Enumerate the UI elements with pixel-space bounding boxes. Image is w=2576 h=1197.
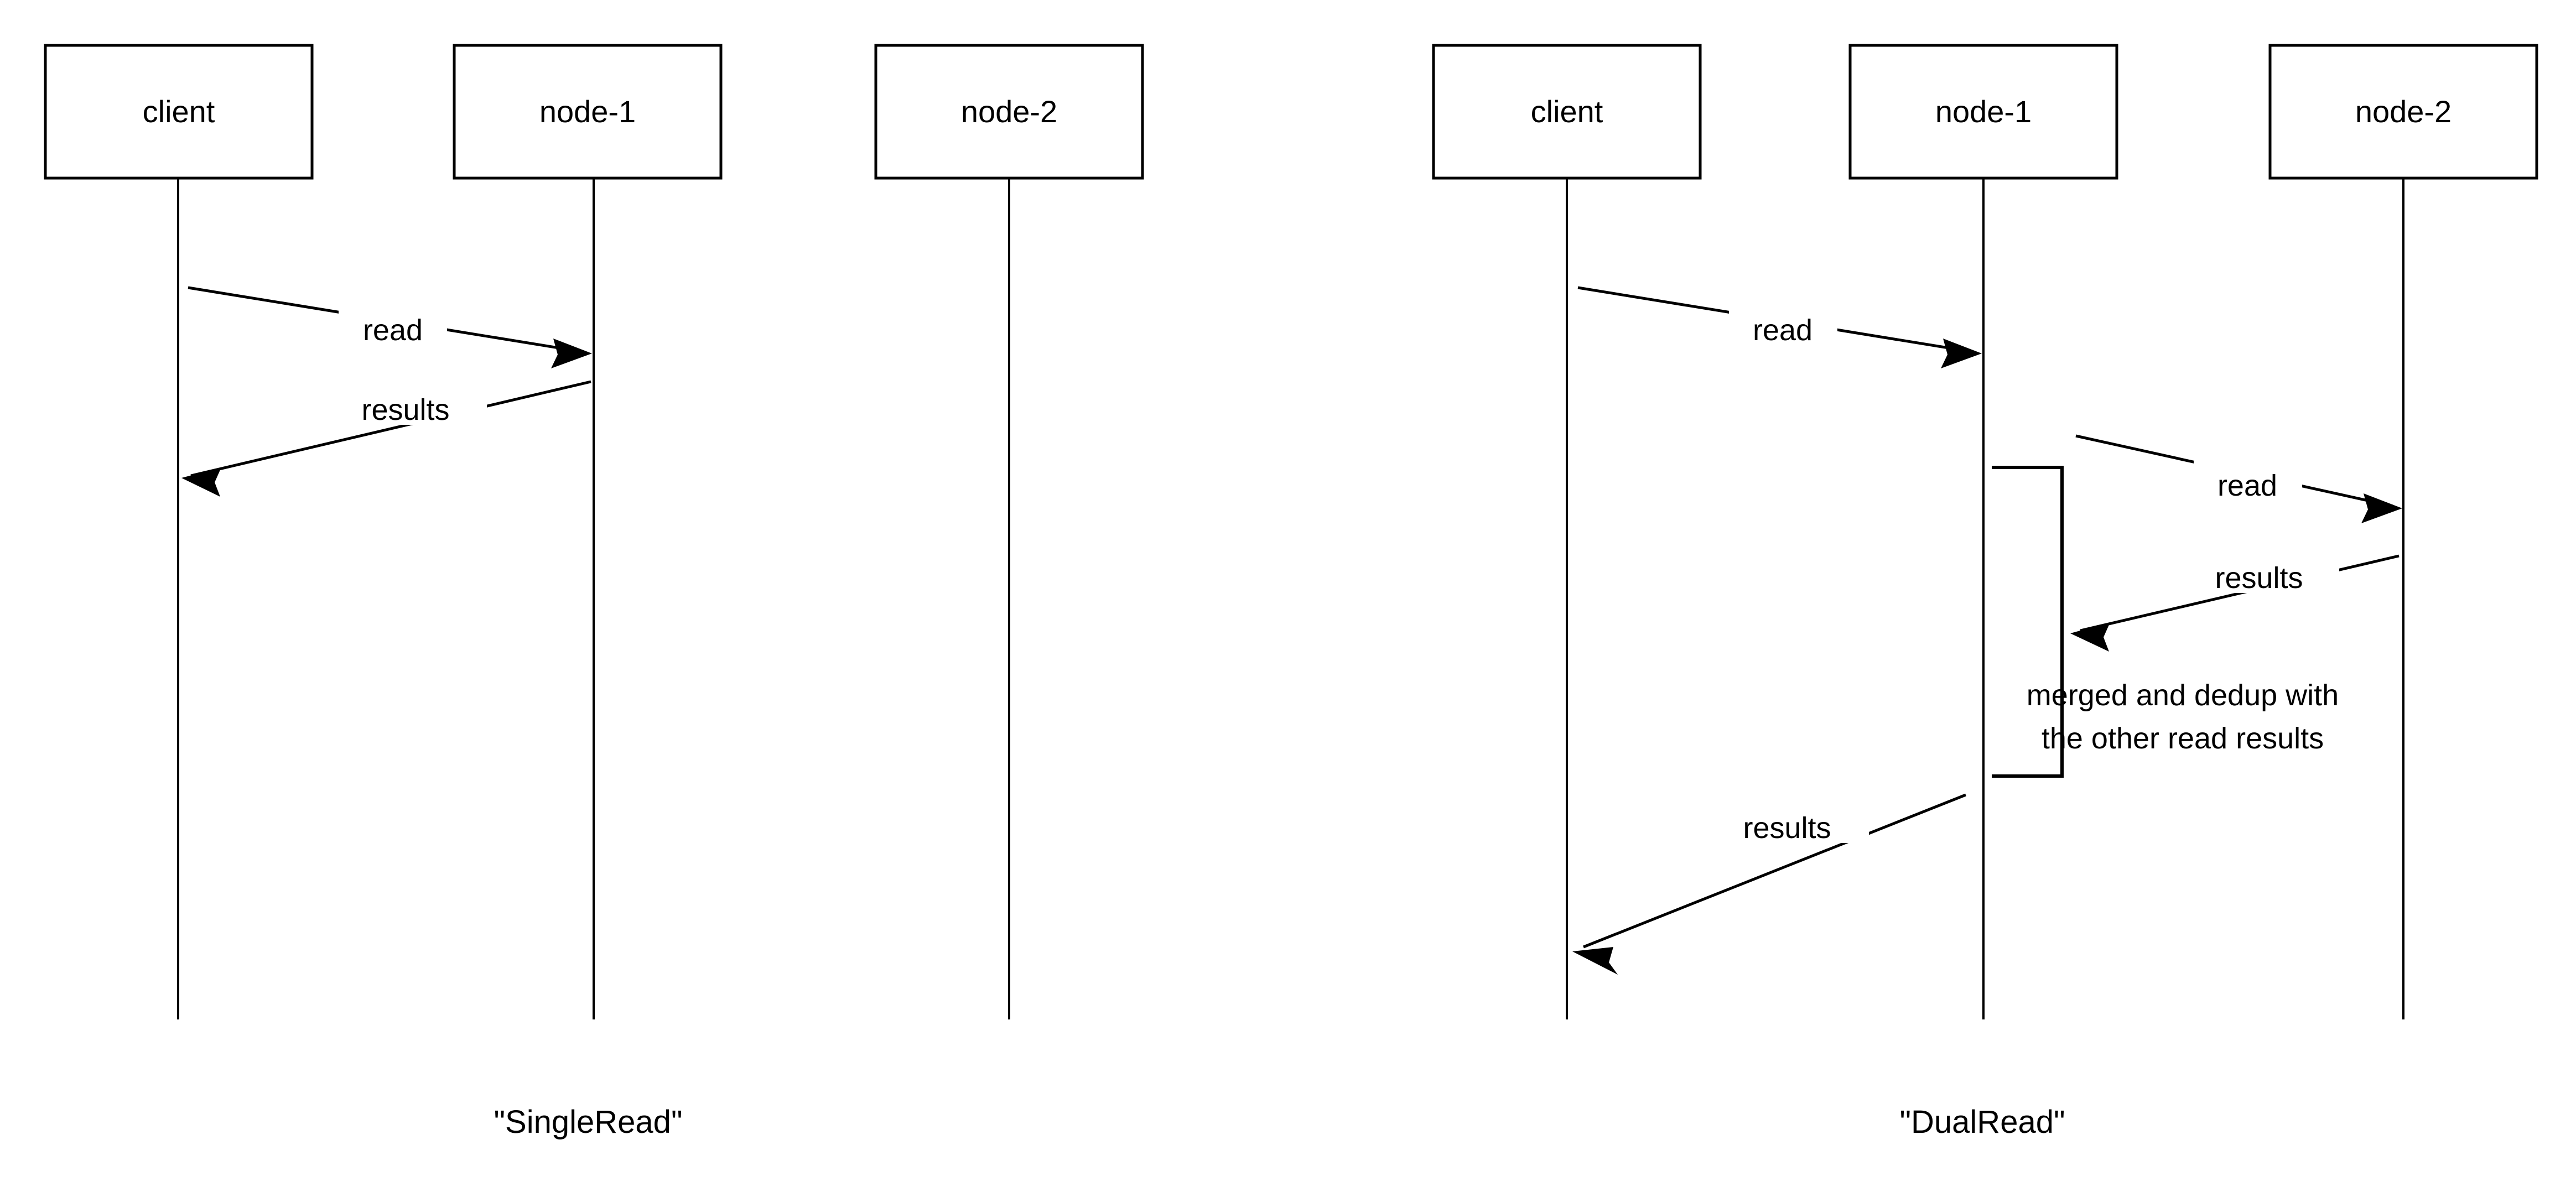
message-results-node-2-to-node-1[interactable]: results bbox=[2070, 553, 2400, 652]
message-label-results-1-dual: results bbox=[2215, 561, 2303, 595]
participant-client-dual[interactable]: client bbox=[1432, 44, 1702, 180]
participant-box-client-dual[interactable] bbox=[1432, 44, 1702, 180]
message-read-node-1-to-node-2[interactable]: read bbox=[2075, 434, 2402, 523]
participant-box-client[interactable] bbox=[44, 44, 314, 180]
arrow-head-read-1-dual bbox=[1941, 339, 1982, 368]
message-read-client-to-node-1[interactable]: read bbox=[188, 286, 592, 368]
participant-label-node-2: node-2 bbox=[961, 94, 1057, 129]
participant-label-node-1-dual: node-1 bbox=[1935, 94, 2032, 129]
message-label-backing-results-2-dual bbox=[1708, 803, 1869, 843]
message-line-results-1-dual bbox=[2080, 554, 2400, 632]
participant-box-node-1-dual[interactable] bbox=[1848, 44, 2118, 180]
arrow-head-results-1-dual bbox=[2070, 622, 2110, 652]
message-label-backing-results bbox=[326, 385, 487, 425]
message-line-results bbox=[190, 380, 591, 477]
message-label-read-2-dual: read bbox=[2217, 469, 2277, 502]
participant-label-node-1: node-1 bbox=[539, 94, 636, 129]
message-label-backing-read-1-dual bbox=[1729, 305, 1837, 345]
activation-box-node-1 bbox=[1992, 466, 2064, 778]
participant-node-1-dual[interactable]: node-1 bbox=[1848, 44, 2118, 180]
message-label-read-1-dual: read bbox=[1753, 314, 1812, 347]
diagram-dual-read: client node-1 node-2 read bbox=[1432, 44, 2538, 1140]
message-read-client-to-node-1-dual[interactable]: read bbox=[1577, 286, 1982, 368]
note-merged-dedup: merged and dedup with the other read res… bbox=[2027, 679, 2339, 755]
participant-box-node-2-dual[interactable] bbox=[2268, 44, 2538, 180]
message-label-backing-results-1-dual bbox=[2179, 553, 2339, 593]
participant-label-client-dual: client bbox=[1531, 94, 1603, 129]
message-label-read: read bbox=[363, 314, 423, 347]
participant-node-1[interactable]: node-1 bbox=[453, 44, 723, 180]
participant-label-node-2-dual: node-2 bbox=[2355, 94, 2452, 129]
participant-node-2-dual[interactable]: node-2 bbox=[2268, 44, 2538, 180]
message-line-results-2-dual bbox=[1583, 793, 1966, 949]
message-label-backing-read bbox=[339, 305, 447, 345]
diagram-caption-single-read: "SingleRead" bbox=[494, 1104, 682, 1140]
note-line-2: the other read results bbox=[2042, 722, 2324, 755]
arrow-head-read bbox=[551, 339, 592, 368]
participant-client[interactable]: client bbox=[44, 44, 314, 180]
message-results-node-1-to-client[interactable]: results bbox=[181, 380, 591, 497]
message-label-results: results bbox=[361, 393, 449, 426]
message-results-node-1-to-client-dual[interactable]: results bbox=[1572, 793, 1966, 975]
arrow-head-results bbox=[181, 467, 221, 497]
participant-box-node-2[interactable] bbox=[874, 44, 1144, 180]
participant-box-node-1[interactable] bbox=[453, 44, 723, 180]
diagram-caption-dual-read: "DualRead" bbox=[1899, 1104, 2065, 1140]
message-label-backing-read-2-dual bbox=[2194, 461, 2302, 501]
diagram-single-read: client node-1 node-2 read bbox=[44, 44, 1144, 1140]
message-label-results-2-dual: results bbox=[1743, 811, 1831, 845]
participant-node-2[interactable]: node-2 bbox=[874, 44, 1144, 180]
participant-label-client: client bbox=[143, 94, 215, 129]
arrow-head-read-2-dual bbox=[2361, 493, 2402, 523]
arrow-head-results-2-dual bbox=[1572, 947, 1618, 975]
note-line-1: merged and dedup with bbox=[2027, 679, 2339, 712]
